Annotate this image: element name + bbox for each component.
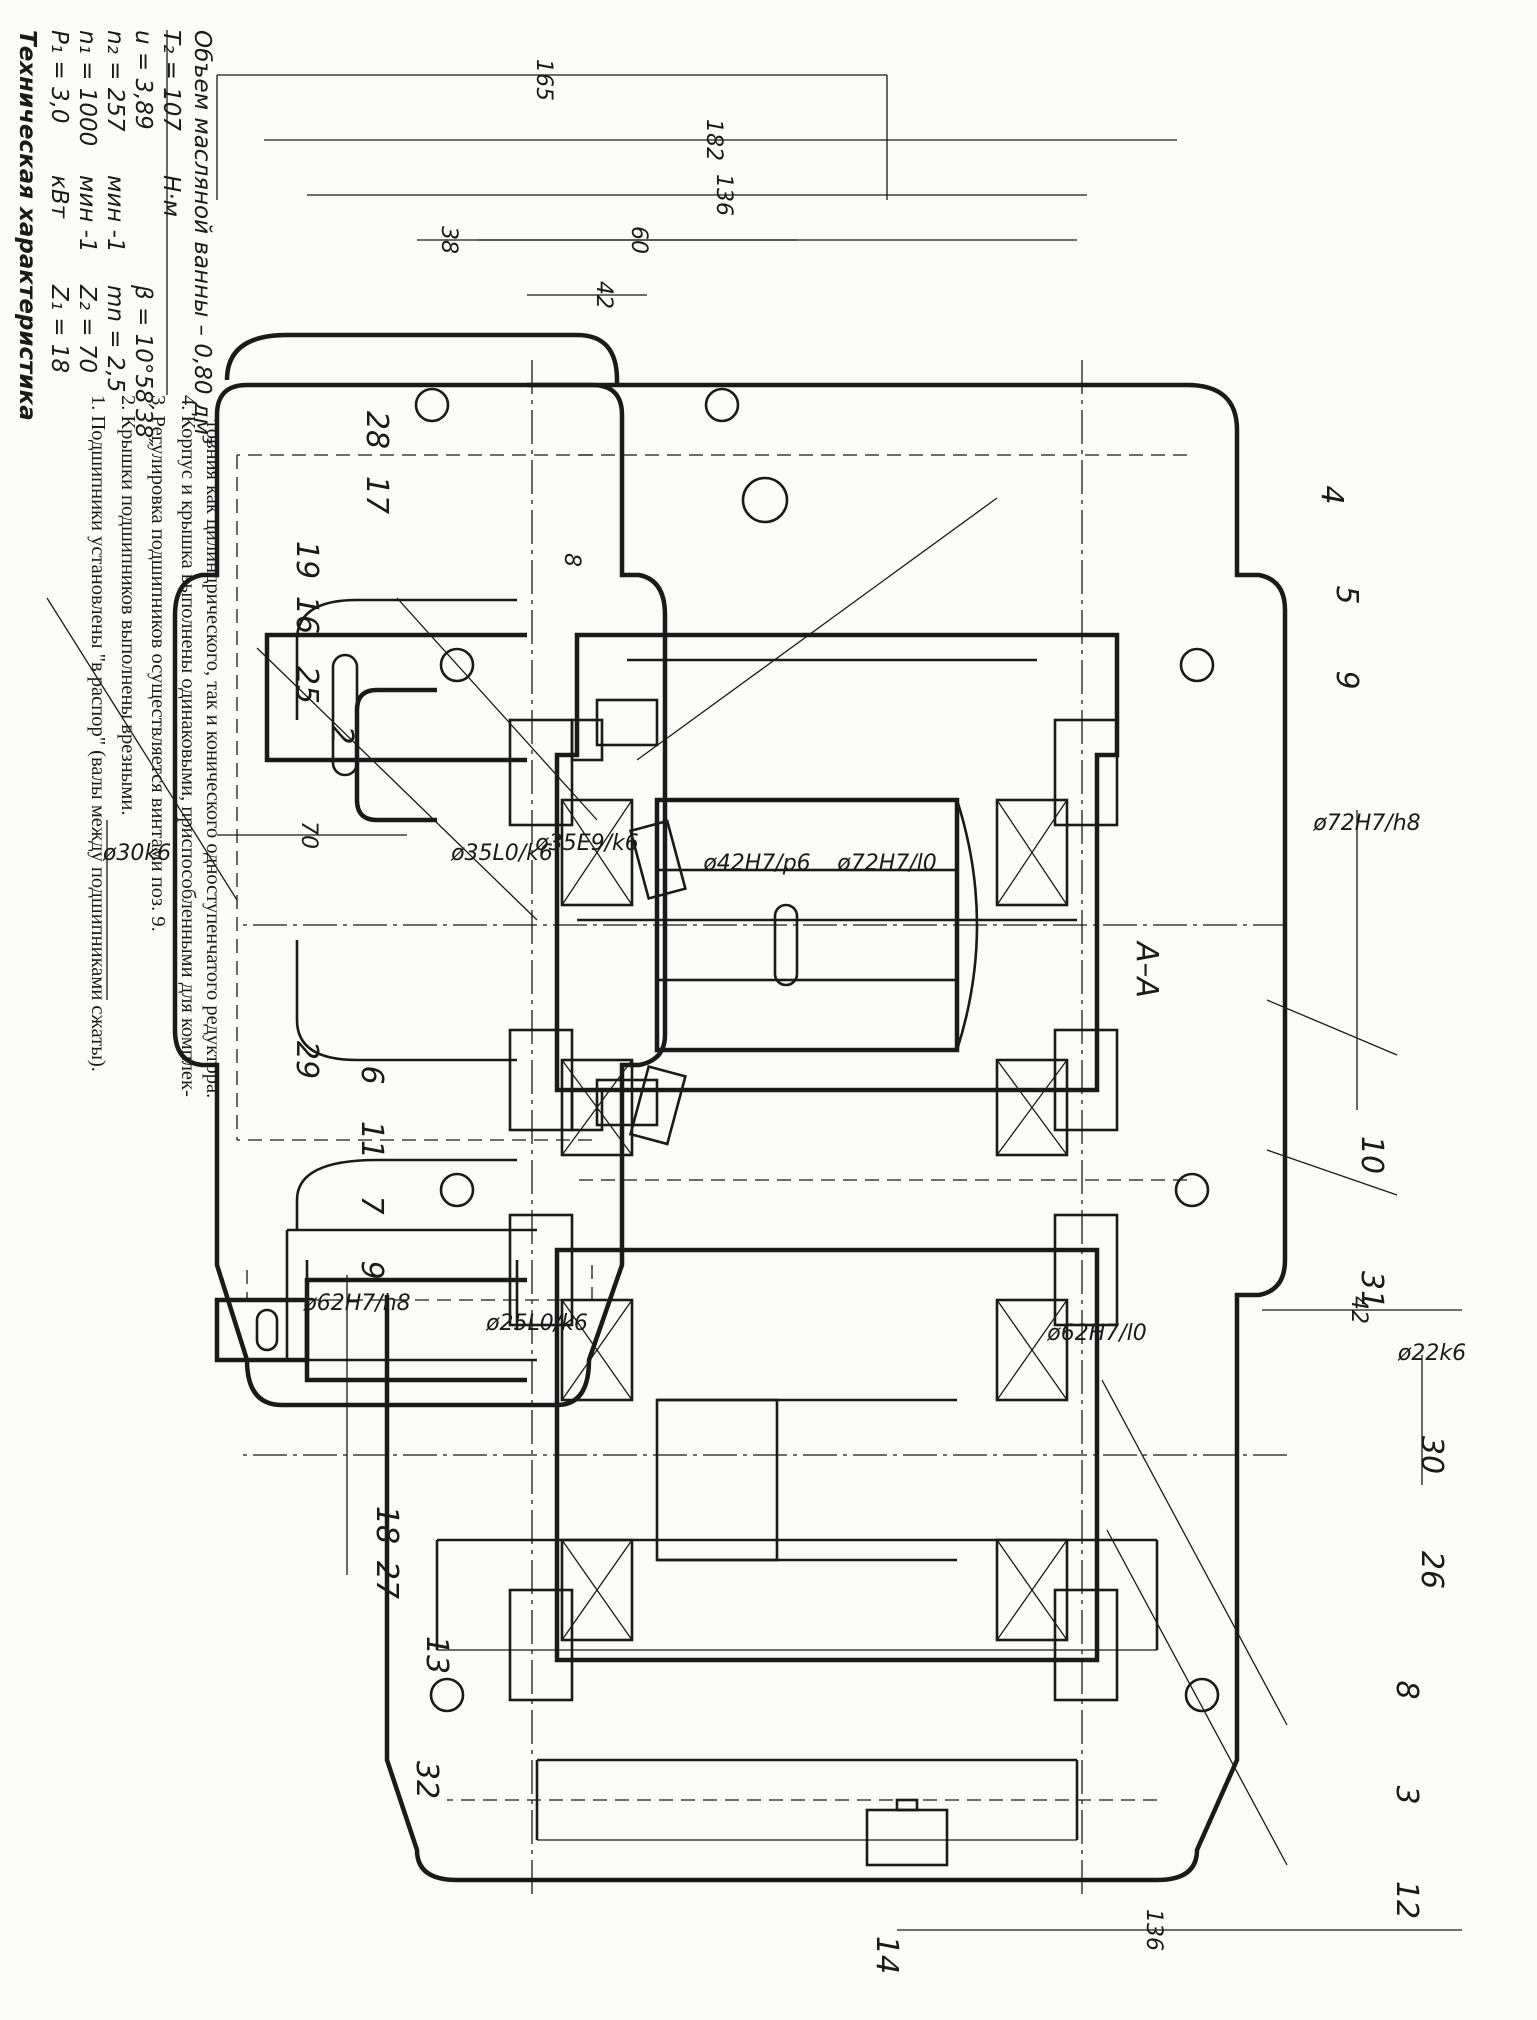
fit-22k6: ø22k6 xyxy=(1397,1341,1466,1366)
part-30: 30 xyxy=(1414,1436,1449,1474)
part-14: 14 xyxy=(869,1936,904,1974)
section-label: A–A xyxy=(1129,940,1164,998)
spec-unit: кВт xyxy=(46,175,72,219)
dim-60: 60 xyxy=(626,226,651,254)
spec-right: Z₁ = 18 xyxy=(46,284,72,373)
spec-unit: мин -1 xyxy=(74,175,100,253)
part-18: 18 xyxy=(369,1506,404,1544)
fit-35l0-k6: ø35L0/k6 xyxy=(450,841,553,866)
rotated-drawing-frame: Техническая характеристика P₁ = 3,0 кВтZ₁… xyxy=(14,30,1466,1974)
centerlines xyxy=(237,360,1287,1900)
fit-25l0-k6: ø25L0/k6 xyxy=(485,1311,588,1336)
fit-72h7-l0: ø72H7/l0 xyxy=(836,851,937,876)
spec-left: n₂ = 257 xyxy=(102,30,128,132)
bolt-holes xyxy=(414,387,1220,1713)
part-6: 6 xyxy=(354,1065,389,1084)
output-shaft-assembly xyxy=(264,632,1120,1157)
dim-165: 165 xyxy=(531,59,556,101)
spec-left: u = 3,89 xyxy=(130,30,156,130)
fit-62h7-l0: ø62H7/l0 xyxy=(1046,1321,1147,1346)
fit-62h7-h8: ø62H7/h8 xyxy=(302,1291,410,1316)
fit-42h7-p6: ø42H7/p6 xyxy=(702,851,810,876)
spec-left: T₂ = 107 xyxy=(158,30,184,131)
spec-right: mn = 2,5 xyxy=(102,285,128,392)
part-9-top: 9 xyxy=(1329,670,1364,689)
part-2: 2 xyxy=(324,725,359,744)
part-16: 16 xyxy=(289,596,324,634)
part-9-bottom: 9 xyxy=(354,1260,389,1279)
dim-182: 182 xyxy=(701,119,726,161)
part-10: 10 xyxy=(1354,1136,1389,1174)
housing-outline xyxy=(172,332,1288,1883)
spec-oil-volume: Объем масляной ванны – 0,80 дм³ xyxy=(189,30,215,444)
dim-38: 38 xyxy=(436,226,461,254)
spec-left: n₁ = 1000 xyxy=(74,30,100,146)
dim-136-top: 136 xyxy=(711,174,736,216)
part-3: 3 xyxy=(1389,1785,1424,1804)
part-12: 12 xyxy=(1389,1881,1424,1919)
fit-30k6: ø30k6 xyxy=(102,841,171,866)
part-28: 28 xyxy=(359,411,394,449)
dim-70: 70 xyxy=(296,821,321,849)
technical-spec-block: Техническая характеристика P₁ = 3,0 кВтZ₁… xyxy=(14,30,215,447)
spec-unit: Н·м xyxy=(158,175,184,217)
dim-8: 8 xyxy=(559,553,584,567)
dim-42-right: 42 xyxy=(1346,1296,1371,1324)
note-line: 3. Регулировка подшипников осуществляетс… xyxy=(147,395,169,932)
spec-left: P₁ = 3,0 xyxy=(46,30,72,124)
note-line: 1. Подшипники установлены "в распор" (ва… xyxy=(87,395,109,1072)
spec-right: Z₂ = 70 xyxy=(74,284,100,373)
part-13: 13 xyxy=(419,1636,454,1674)
fit-72h7-h8: ø72H7/h8 xyxy=(1312,811,1420,836)
part-7: 7 xyxy=(354,1195,389,1214)
part-19: 19 xyxy=(289,541,324,579)
leader-lines xyxy=(46,497,1398,1866)
pinion-shaft-assembly xyxy=(214,1213,1119,1702)
part-31: 31 xyxy=(1354,1271,1389,1309)
part-32: 32 xyxy=(409,1761,444,1799)
part-17: 17 xyxy=(359,476,394,514)
spec-unit: мин -1 xyxy=(102,175,128,253)
dim-136-bottom: 136 xyxy=(1141,1909,1166,1951)
oil-plug xyxy=(865,1798,949,1867)
part-26: 26 xyxy=(1414,1551,1449,1589)
notes-block: 1. Подшипники установлены "в распор" (ва… xyxy=(87,395,224,1098)
part-25: 25 xyxy=(289,666,324,704)
part-29: 29 xyxy=(289,1041,324,1079)
part-27: 27 xyxy=(369,1561,404,1599)
part-5: 5 xyxy=(1329,585,1364,604)
dimension-lines xyxy=(106,74,1462,1931)
fit-35e9-k6: ø35E9/k6 xyxy=(534,831,639,856)
spec-right: β = 10°58′38″ xyxy=(130,284,156,447)
part-8: 8 xyxy=(1389,1680,1424,1699)
dim-42-top: 42 xyxy=(591,281,616,309)
note-line: товния как цилиндрического, так и кониче… xyxy=(202,420,224,1098)
note-line: 2. Крышки подшипников выполнены врезными… xyxy=(117,395,139,816)
part-4: 4 xyxy=(1314,485,1349,504)
part-11: 11 xyxy=(354,1121,389,1159)
note-line: 4. Корпус и крышка выполнены одинаковыми… xyxy=(177,395,199,1097)
spec-title: Техническая характеристика xyxy=(14,30,40,421)
